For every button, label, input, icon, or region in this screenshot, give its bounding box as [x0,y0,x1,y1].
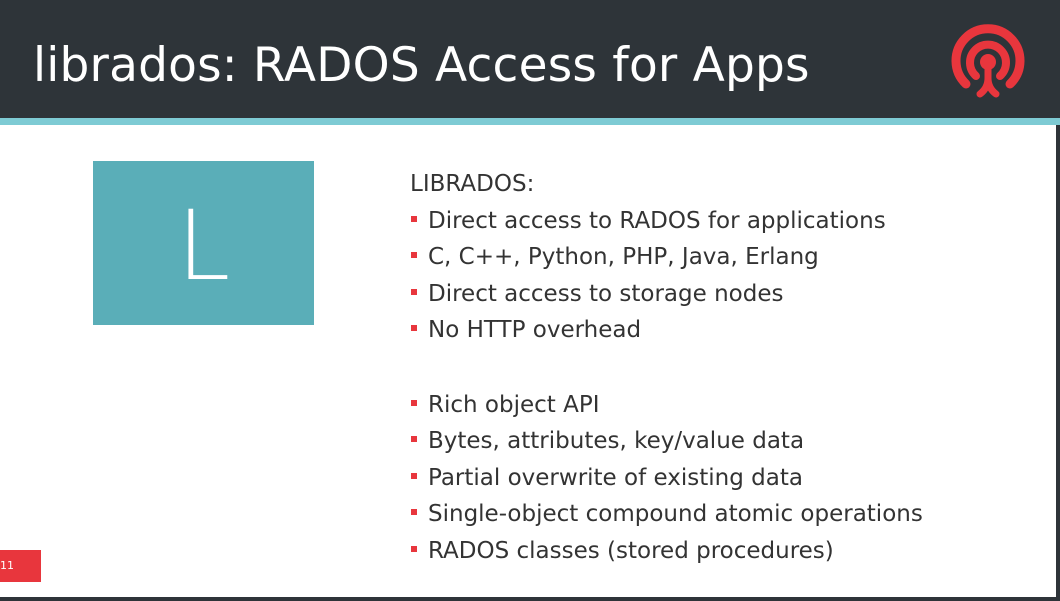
bullet-text: Single-object compound atomic operations [428,501,923,527]
content-heading: LIBRADOS: [410,171,535,197]
bullet-item: C, C++, Python, PHP, Java, Erlang [410,239,1010,276]
bullet-text: Direct access to RADOS for applications [428,207,886,234]
slide-header: librados: RADOS Access for Apps [0,0,1060,118]
bullet-list-primary: Direct access to RADOS for applications … [410,203,1010,349]
bullet-marker-icon [411,436,417,442]
bullet-marker-icon [411,399,417,406]
bullet-text: No HTTP overhead [428,317,642,343]
bullet-text: C, C++, Python, PHP, Java, Erlang [428,244,819,270]
header-accent-bar [0,118,1060,125]
bullet-item: Partial overwrite of existing data [410,460,1010,497]
bullet-marker-icon [411,288,417,295]
bullet-item: Single-object compound atomic operations [410,496,1010,533]
right-edge-border [1056,125,1060,601]
bottom-edge-border [0,597,1060,601]
slide-title: librados: RADOS Access for Apps [33,38,810,93]
list-spacer [410,349,1010,387]
bullet-text: Direct access to storage nodes [428,280,784,307]
slide-content: LIBRADOS: Direct access to RADOS for app… [410,166,1010,569]
bullet-text: Bytes, attributes, key/value data [428,428,805,454]
bullet-text: RADOS classes (stored procedures) [428,537,834,564]
bullet-marker-icon [411,252,417,258]
letter-box: L [93,161,314,325]
bullet-marker-icon [411,545,417,552]
bullet-marker-icon [411,215,417,222]
bullet-item: RADOS classes (stored procedures) [410,533,1010,570]
bullet-item: Direct access to storage nodes [410,276,1010,313]
bullet-item: Bytes, attributes, key/value data [410,423,1010,460]
bullet-item: No HTTP overhead [410,312,1010,349]
bullet-list-secondary: Rich object API Bytes, attributes, key/v… [410,387,1010,570]
bullet-item: Direct access to RADOS for applications [410,203,1010,240]
bullet-text: Rich object API [428,391,600,418]
page-number-badge: 11 [0,550,41,582]
bullet-text: Partial overwrite of existing data [428,464,803,491]
ceph-logo-icon [951,24,1025,98]
bullet-marker-icon [411,472,417,479]
bullet-marker-icon [411,509,417,515]
bullet-item: Rich object API [410,387,1010,424]
letter-box-letter: L [176,190,231,302]
bullet-marker-icon [411,325,417,331]
